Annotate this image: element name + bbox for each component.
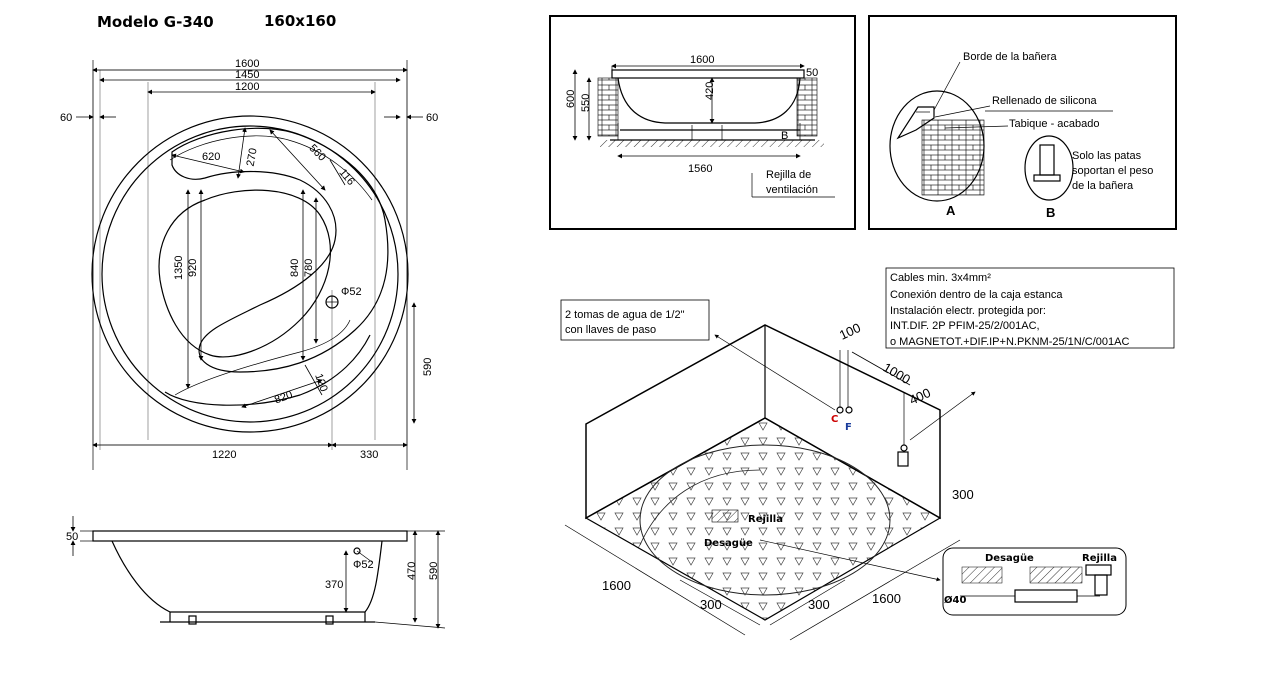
section-view-box: 1600 50 600 550 420 1560 B Rejilla de ve…: [549, 15, 856, 230]
dim-hole-52: Ф52: [341, 286, 362, 298]
sec-dim-50: 50: [806, 67, 818, 79]
dim-1350: 1350: [173, 256, 185, 280]
inset-grille-label: Rejilla: [1082, 553, 1117, 564]
dim-590: 590: [422, 358, 434, 376]
detail-legs-line3: de la bañera: [1072, 180, 1134, 192]
install-dim-100: 100: [837, 320, 863, 343]
side-dim-50: 50: [66, 531, 78, 543]
install-grille: Rejilla: [748, 514, 783, 525]
dim-820: 820: [273, 389, 294, 407]
tap-cold-label: F: [845, 422, 852, 433]
detail-label-b: B: [1046, 205, 1055, 220]
dim-330: 330: [360, 449, 378, 461]
detail-silicone: Rellenado de silicona: [992, 95, 1097, 107]
cables-line2: Conexión dentro de la caja estanca: [890, 289, 1063, 301]
water-line1: 2 tomas de agua de 1/2": [565, 309, 685, 321]
side-dim-370: 370: [325, 579, 343, 591]
dim-60-right: 60: [426, 112, 438, 124]
dim-1200: 1200: [235, 81, 259, 93]
side-dim-590: 590: [428, 562, 440, 580]
detail-legs-line1: Solo las patas: [1072, 150, 1142, 162]
side-dim-hole-52: Ф52: [353, 559, 374, 571]
sec-marker-b: B: [781, 130, 788, 142]
model-size: 160x160: [264, 12, 336, 30]
cables-line3: Instalación electr. protegida por:: [890, 305, 1046, 317]
dim-60-left: 60: [60, 112, 72, 124]
sec-dim-1560: 1560: [688, 163, 712, 175]
sec-dim-550: 550: [580, 94, 592, 112]
sec-grille-line2: ventilación: [766, 184, 818, 196]
detail-rim: Borde de la bañera: [963, 51, 1057, 63]
dim-116: 116: [336, 167, 356, 188]
install-dim-300-a: 300: [700, 597, 722, 612]
inset-diameter: Ø40: [944, 594, 966, 606]
installation-view: Cables min. 3x4mm² Conexión dentro de la…: [560, 267, 1175, 641]
dim-620: 620: [202, 151, 220, 163]
inset-drain-label: Desagüe: [985, 553, 1034, 564]
cables-line4: INT.DIF. 2P PFIM-25/2/001AC,: [890, 320, 1040, 332]
dim-780: 780: [303, 259, 315, 277]
dim-1600: 1600: [235, 58, 259, 70]
install-dim-1600-left: 1600: [602, 578, 631, 593]
dim-1220: 1220: [212, 449, 236, 461]
detail-label-a: A: [946, 203, 956, 218]
cables-line1: Cables min. 3x4mm²: [890, 272, 991, 284]
detail-partition: Tabique - acabado: [1009, 118, 1100, 130]
dim-560: 560: [306, 142, 327, 163]
sec-dim-600: 600: [565, 90, 577, 108]
model-title: Modelo G-340: [97, 13, 214, 31]
detail-legs-line2: soportan el peso: [1072, 165, 1153, 177]
sec-dim-1600: 1600: [690, 54, 714, 66]
plan-view: 1600 1450 1200 60 60 Ф52 620 270 560: [60, 58, 438, 470]
install-dim-300-b: 300: [808, 597, 830, 612]
dim-920: 920: [187, 259, 199, 277]
install-drain: Desagüe: [704, 538, 753, 549]
install-dim-1600-right: 1600: [872, 591, 901, 606]
dim-1450: 1450: [235, 69, 259, 81]
water-line2: con llaves de paso: [565, 324, 656, 336]
cables-line5: o MAGNETOT.+DIF.IP+N.PKNM-25/1N/C/001AC: [890, 336, 1129, 348]
dim-270: 270: [245, 147, 260, 167]
sec-grille-line1: Rejilla de: [766, 169, 811, 181]
side-view: 50 Ф52 370 470 590: [66, 516, 446, 629]
side-dim-470: 470: [406, 562, 418, 580]
tap-hot-label: C: [831, 414, 838, 425]
detail-view-box: Borde de la bañera Rellenado de silicona…: [868, 15, 1177, 230]
dim-840: 840: [289, 259, 301, 277]
sec-dim-420: 420: [704, 82, 716, 100]
install-dim-300-height: 300: [952, 487, 974, 502]
